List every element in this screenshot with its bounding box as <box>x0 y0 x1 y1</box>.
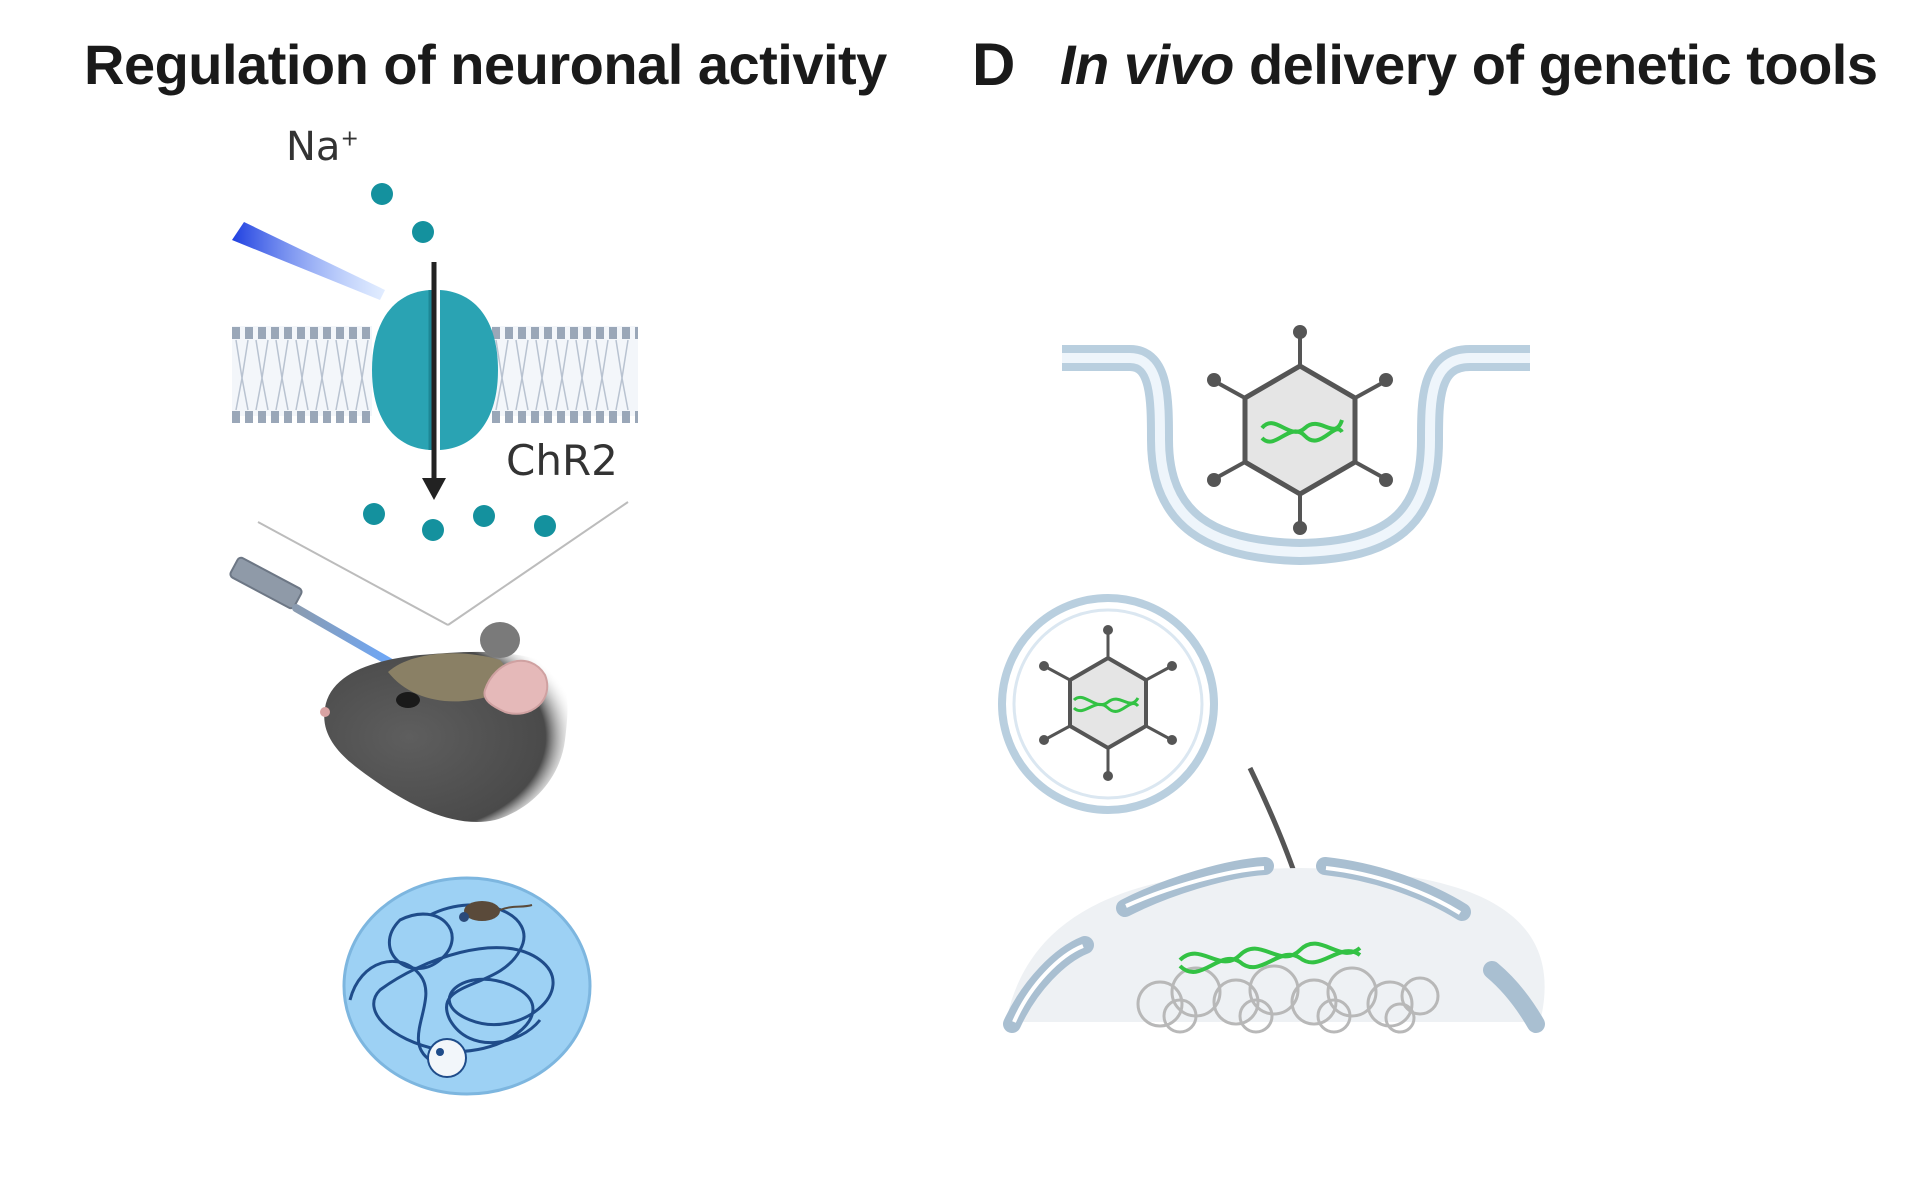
sodium-ion-label: Na+ <box>286 124 359 170</box>
chromatin-icon <box>1136 964 1440 1034</box>
panel-d-title-italic: In vivo <box>1060 33 1234 96</box>
aav-capsid-icon-large <box>1207 325 1393 535</box>
ion-flow-arrow <box>422 262 446 500</box>
integrated-dna-icon <box>1178 941 1362 974</box>
aav-capsid-icon-small <box>1039 625 1177 781</box>
zoom-lines <box>257 501 629 626</box>
optic-fiber-icon <box>229 556 404 672</box>
light-beam-icon <box>232 222 385 300</box>
open-field-arena-icon <box>342 876 592 1096</box>
nucleus <box>1003 857 1545 1033</box>
sodium-ion-charge: + <box>340 126 359 152</box>
panel-c-title: Regulation of neuronal activity <box>84 33 887 96</box>
panel-d-title: In vivo delivery of genetic tools <box>1060 32 1878 97</box>
lipid-membrane <box>232 326 638 423</box>
ion-particles-bottom <box>363 503 556 541</box>
ion-particles-top <box>371 183 434 243</box>
sodium-ion-symbol: Na <box>286 124 341 170</box>
mouse-head-icon <box>320 622 568 822</box>
chr2-label: ChR2 <box>506 436 618 485</box>
chr2-channel <box>372 290 498 450</box>
panel-d-title-rest: delivery of genetic tools <box>1233 33 1878 96</box>
cell-membrane-invagination <box>1062 345 1530 566</box>
membrane-right-segment <box>492 326 638 423</box>
panel-d-letter: D <box>972 31 1015 98</box>
membrane-left-segment <box>232 326 372 423</box>
